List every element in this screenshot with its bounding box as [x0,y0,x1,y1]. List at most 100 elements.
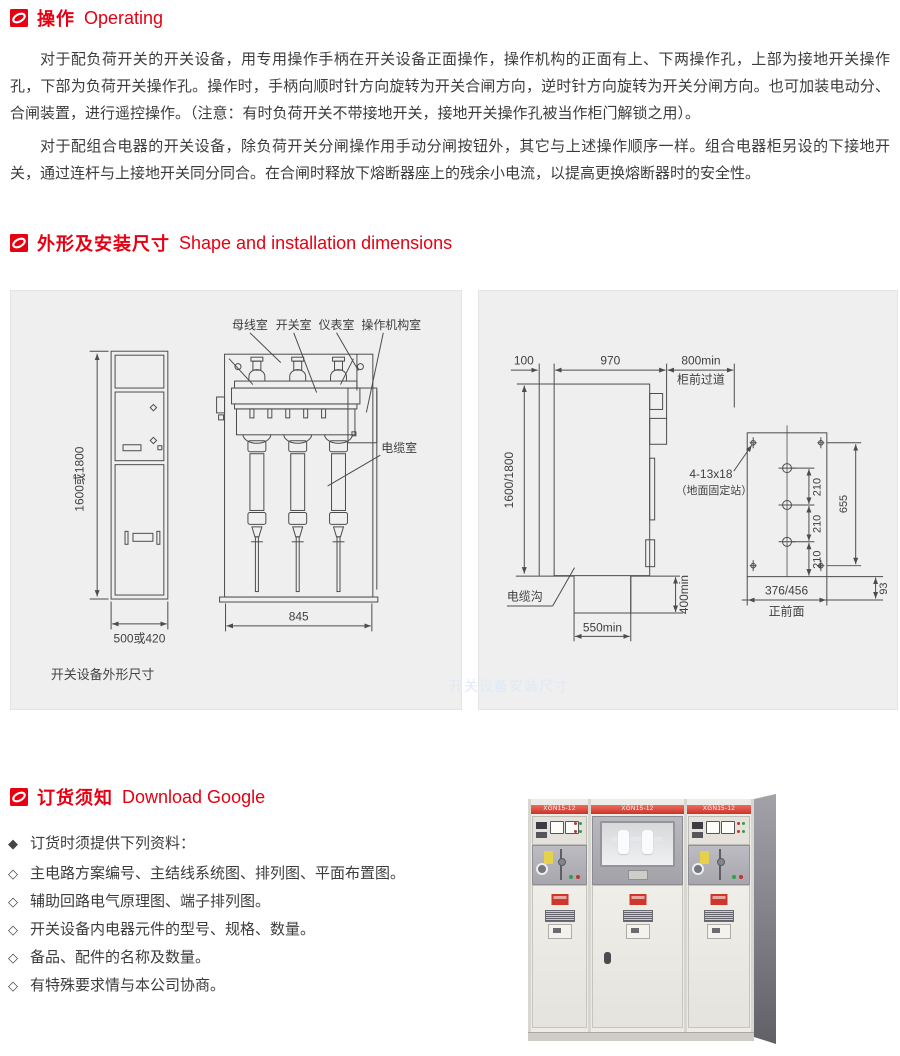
section-header-operating: 操作 Operating [10,5,163,31]
front-section-cabinet [216,332,384,632]
section-title-zh: 订货须知 [37,788,113,808]
cabinet-bay-left: XGN15-12 [531,799,588,1034]
outline-drawing: 1600或1800 500或420 母线室 开关室 仪表室 操作机构室 电缆室 … [51,317,421,682]
dim-height-label: 1600/1800 [502,452,516,509]
list-item: ◇ 备品、配件的名称及数量。 [8,948,513,968]
indicator-light [737,830,740,833]
mechanism-panel [688,845,750,885]
anchor-note-line2: （地面固定站） [676,483,753,497]
warning-sticker [700,851,709,864]
indicator-light [742,822,745,825]
hollow-diamond-bullet: ◇ [8,978,18,993]
meter [706,821,720,834]
inspection-window [600,821,675,867]
dim-hole-pitch-label: 210 [811,551,823,569]
outline-drawing-panel: 1600或1800 500或420 母线室 开关室 仪表室 操作机构室 电缆室 … [10,290,462,710]
hollow-diamond-bullet: ◇ [8,950,18,965]
hollow-diamond-bullet: ◇ [8,894,18,909]
dim-trench-width-label: 550min [583,620,622,634]
list-item-text: 开关设备内电器元件的型号、规格、数量。 [30,921,316,938]
foundation-plan [733,425,884,606]
pushbutton [576,875,580,879]
section-title-zh: 操作 [37,9,75,29]
ordering-requirements-list: ◆ 订货时须提供下列资料： ◇ 主电路方案编号、主结线系统图、排列图、平面布置图… [8,834,513,1004]
label-instrument-room: 仪表室 [319,317,355,332]
lower-door [688,885,750,1028]
dim-bolt-width-label: 376/456 [765,584,809,598]
brand-swoosh-icon [10,9,28,27]
vent-grille [622,910,653,922]
operation-port [692,863,704,875]
section-title-en: Download Google [122,786,266,807]
nameplate [707,924,731,939]
brand-swoosh-icon [10,234,28,252]
insulator-silhouette [641,830,653,854]
list-item-text: 主电路方案编号、主结线系统图、排列图、平面布置图。 [30,865,406,882]
list-item: ◇ 主电路方案编号、主结线系统图、排列图、平面布置图。 [8,864,513,884]
pushbutton [569,875,573,879]
nameplate [625,924,650,939]
viewing-section [592,816,683,885]
insulator-silhouette [617,830,629,854]
list-item-text: 有特殊要求情与本公司协商。 [30,977,226,994]
cabinet-base [528,1032,754,1041]
dim-aisle-label: 800min [681,354,720,368]
display [536,822,547,829]
warning-sticker [544,851,553,864]
lower-door [592,885,683,1028]
side-view-cabinet [89,350,169,630]
filled-diamond-bullet: ◆ [8,836,18,851]
front-face-label: 正前面 [769,603,805,618]
dim-bolt-span-label: 655 [838,495,850,513]
instrument-panel [532,816,587,845]
model-nameplate: XGN15-12 [687,805,751,814]
red-label [710,894,728,905]
section-header-shape: 外形及安装尺寸 Shape and installation dimension… [10,230,452,256]
meter [721,821,735,834]
section-title-zh: 外形及安装尺寸 [37,234,170,254]
operating-text: 对于配负荷开关的开关设备，用专用操作手柄在开关设备正面操作，操作机构的正面有上、… [10,46,890,193]
list-intro: ◆ 订货时须提供下列资料： [8,834,513,854]
red-label [629,894,646,905]
cabinet-bay-right: XGN15-12 [687,799,751,1034]
list-intro-text: 订货时须提供下列资料： [30,835,196,852]
section-title-en: Operating [84,7,164,28]
dim-hole-pitch-label: 210 [811,515,823,533]
vent-grille [544,910,575,922]
list-item: ◇ 有特殊要求情与本公司协商。 [8,976,513,996]
indicator-light [574,822,577,825]
door-lock [604,952,611,964]
indicator-light [742,830,745,833]
vent-grille [704,910,734,922]
section-title-en: Shape and installation dimensions [179,232,453,253]
instrument-panel [688,816,750,845]
dim-height-label: 1600或1800 [73,446,87,511]
installation-drawing-panel: 100 970 800min 柜前过道 1600/1800 电缆沟 400min… [478,290,898,710]
list-item: ◇ 开关设备内电器元件的型号、规格、数量。 [8,920,513,940]
model-nameplate: XGN15-12 [591,805,684,814]
hollow-diamond-bullet: ◇ [8,922,18,937]
pushbutton [732,875,736,879]
outline-caption: 开关设备外形尺寸 [51,667,154,682]
side-view-installation [506,363,735,642]
list-item: ◇ 辅助回路电气原理图、端子排列图。 [8,892,513,912]
meter [550,821,564,834]
section-header-ordering: 订货须知 Download Google [10,784,265,810]
cabinet-bay-center: XGN15-12 [591,799,684,1034]
label-cable-room: 电缆室 [381,440,417,455]
indicator-light [579,822,582,825]
list-item-text: 辅助回路电气原理图、端子排列图。 [30,893,271,910]
trench-label: 电缆沟 [507,590,543,604]
cabinet-front: XGN15-12 [528,799,754,1041]
anchor-note-line1: 4-13x18 [689,467,733,481]
display [692,832,703,838]
label-mechanism-room: 操作机构室 [361,317,421,332]
dim-depth-label: 970 [600,354,620,368]
switchgear-product-photo: XGN15-12 [528,791,820,1053]
operation-port [536,863,548,875]
dim-hole-pitch-label: 210 [811,478,823,496]
list-item-text: 备品、配件的名称及数量。 [30,949,211,966]
label-switch-room: 开关室 [276,317,312,332]
hollow-diamond-bullet: ◇ [8,866,18,881]
